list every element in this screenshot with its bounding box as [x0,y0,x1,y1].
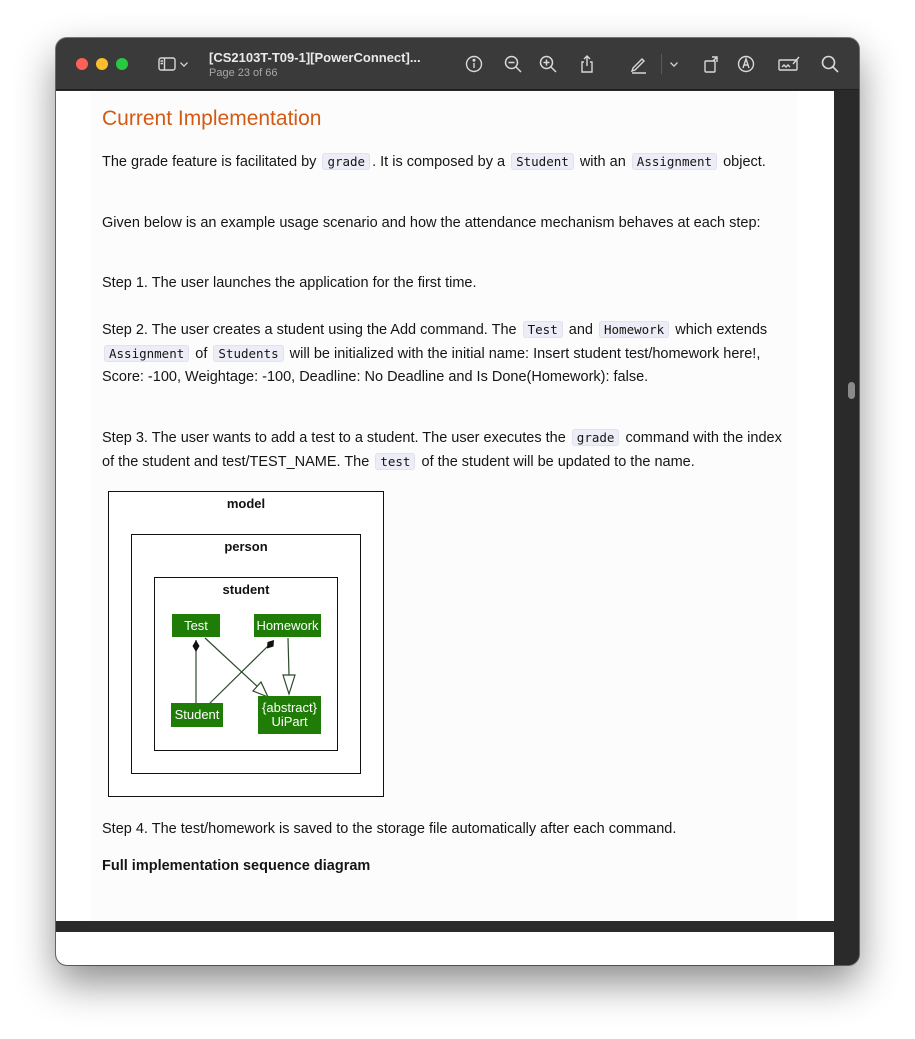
composition-diamond [192,640,200,652]
page-separator [56,921,834,932]
paragraph-grade-feature: The grade feature is facilitated by grad… [102,153,766,170]
paragraph-step-3: Step 3. The user wants to add a test to … [102,429,782,470]
inline-code: Assignment [631,153,718,170]
inline-code: test [375,453,416,470]
package-label: model [226,496,266,511]
inline-code: Assignment [104,345,190,362]
class-diagram: model person student [108,491,386,799]
inline-code: grade [571,429,620,446]
close-window-button[interactable] [76,58,88,70]
search-icon[interactable] [818,52,842,76]
zoom-out-icon[interactable] [501,52,525,76]
composition-line [207,643,271,706]
toolbar: [CS2103T-T09-1][PowerConnect]... Page 23… [56,38,859,90]
inheritance-arrowhead [251,680,270,699]
maximize-window-button[interactable] [116,58,128,70]
share-icon[interactable] [575,52,599,76]
paragraph-step-4: Step 4. The test/homework is saved to th… [102,821,677,837]
chevron-down-icon[interactable] [667,52,681,76]
inline-code: Student [511,153,574,170]
highlight-icon[interactable] [627,52,651,76]
package-label: student [222,582,270,597]
document-page: Current Implementation The grade feature… [90,91,798,921]
scrollbar-thumb[interactable] [848,382,855,399]
zoom-in-icon[interactable] [536,52,560,76]
inheritance-line [204,637,261,690]
inheritance-line [287,637,290,676]
paragraph-usage-scenario: Given below is an example usage scenario… [102,215,761,231]
package-label: person [224,539,268,554]
document-title[interactable]: [CS2103T-T09-1][PowerConnect]... [209,50,421,65]
page-indicator: Page 23 of 66 [209,67,278,79]
class-uipart: {abstract} UiPart [258,696,321,734]
inline-code: Homework [599,321,670,338]
form-fill-icon[interactable] [775,52,803,76]
class-homework: Homework [254,614,321,637]
inline-code: Test [522,321,563,338]
subheading-sequence-diagram: Full implementation sequence diagram [102,858,371,874]
rotate-icon[interactable] [699,52,723,76]
chevron-down-icon[interactable] [177,52,191,76]
info-icon[interactable] [462,52,486,76]
inline-code: Students [213,345,284,362]
inline-code: grade [322,153,371,170]
next-page [56,932,834,965]
section-heading: Current Implementation [102,107,322,130]
minimize-window-button[interactable] [96,58,108,70]
vertical-scrollbar[interactable] [834,91,859,965]
sidebar-icon[interactable] [155,52,179,76]
preview-window: [CS2103T-T09-1][PowerConnect]... Page 23… [56,38,859,965]
class-student: Student [171,703,223,727]
paragraph-step-2: Step 2. The user creates a student using… [102,321,768,385]
composition-diamond [267,640,274,649]
markup-icon[interactable] [734,52,758,76]
class-test: Test [172,614,220,637]
toolbar-separator [661,54,662,74]
diagram-connectors [192,637,296,706]
document-viewport[interactable]: Current Implementation The grade feature… [56,91,834,921]
inheritance-arrowhead [282,674,296,696]
paragraph-step-1: Step 1. The user launches the applicatio… [102,275,477,291]
